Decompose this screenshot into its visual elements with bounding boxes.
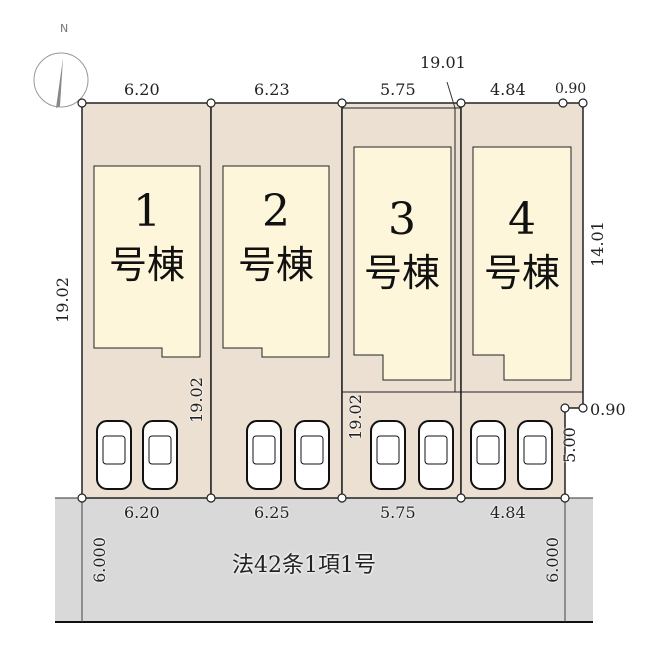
top-width-4: 4.84 bbox=[490, 80, 526, 99]
lot-4-suffix: 号棟 bbox=[483, 251, 560, 295]
step-depth-dimension: 5.00 bbox=[559, 427, 579, 463]
corner-step-dimension: 0.90 bbox=[590, 400, 626, 419]
lot3-left-depth-dimension: 19.02 bbox=[345, 394, 365, 440]
building-3 bbox=[353, 146, 452, 381]
bottom-width-1: 6.20 bbox=[124, 503, 160, 522]
car-icon bbox=[517, 420, 553, 490]
lot-3-suffix: 号棟 bbox=[363, 251, 440, 295]
bottom-width-4: 4.84 bbox=[490, 503, 526, 522]
diagonal-dimension: 19.01 bbox=[420, 53, 466, 72]
right-depth-dimension: 14.01 bbox=[587, 221, 607, 267]
lot-1-suffix: 号棟 bbox=[108, 243, 185, 287]
road-width-right: 6.000 bbox=[542, 537, 562, 583]
car-icon bbox=[370, 420, 406, 490]
corner-top-dimension: 0.90 bbox=[555, 81, 587, 97]
car-icon bbox=[96, 420, 132, 490]
car-icon bbox=[294, 420, 330, 490]
top-width-2: 6.23 bbox=[254, 80, 290, 99]
car-icon bbox=[246, 420, 282, 490]
lot-1-number: 1 bbox=[133, 186, 161, 237]
building-4 bbox=[472, 146, 572, 381]
compass-label: N bbox=[60, 22, 69, 35]
left-depth-dimension: 19.02 bbox=[52, 277, 72, 323]
road bbox=[55, 498, 593, 622]
top-width-1: 6.20 bbox=[124, 80, 160, 99]
lot-2-suffix: 号棟 bbox=[237, 243, 314, 287]
building-2 bbox=[222, 165, 330, 358]
top-width-3: 5.75 bbox=[380, 80, 416, 99]
road-width-left: 6.000 bbox=[89, 537, 109, 583]
road-label: 法42条1項1号 bbox=[232, 553, 376, 578]
building-1 bbox=[93, 165, 201, 358]
lot1-right-depth-dimension: 19.02 bbox=[186, 377, 206, 423]
car-icon bbox=[418, 420, 454, 490]
car-icon bbox=[142, 420, 178, 490]
lot-3-number: 3 bbox=[388, 194, 416, 245]
bottom-width-3: 5.75 bbox=[380, 503, 416, 522]
lot-4-number: 4 bbox=[508, 194, 536, 245]
lot-2-number: 2 bbox=[262, 186, 290, 237]
car-icon bbox=[470, 420, 506, 490]
compass-icon bbox=[33, 52, 89, 108]
bottom-width-2: 6.25 bbox=[254, 503, 290, 522]
